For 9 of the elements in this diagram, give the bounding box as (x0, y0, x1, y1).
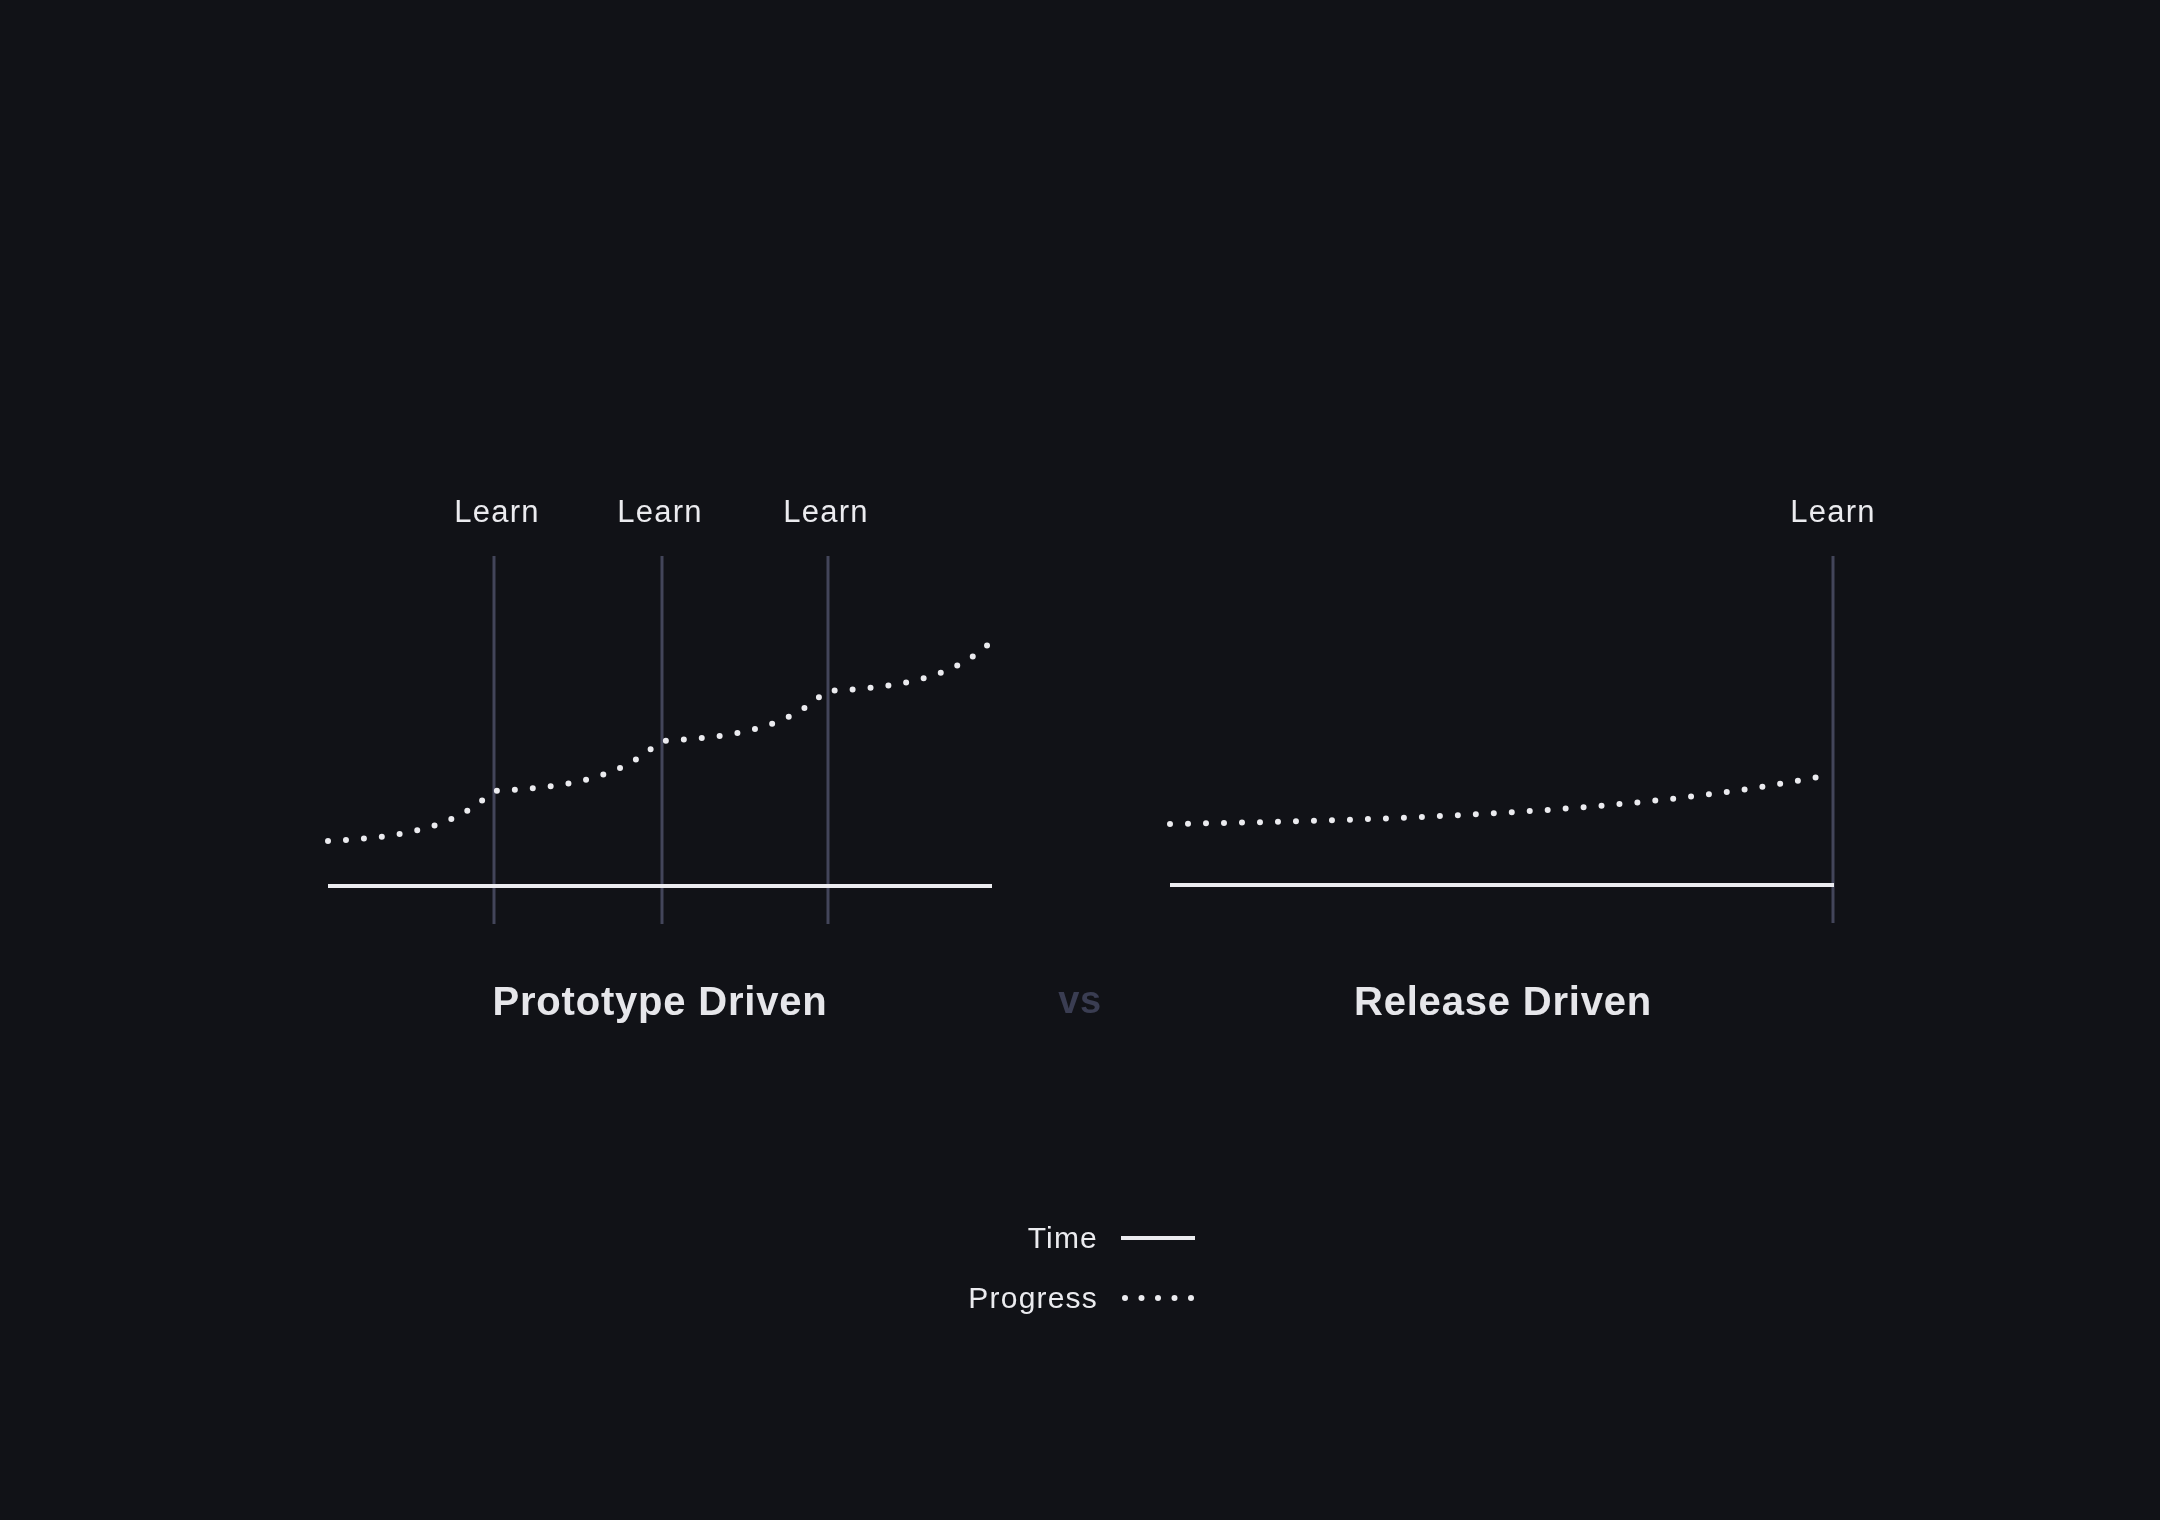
versus-label: vs (1058, 979, 1102, 1023)
milestone-label: Learn (617, 494, 703, 530)
chart-title: Release Driven (1354, 978, 1652, 1024)
legend-label: Progress (968, 1280, 1098, 1316)
legend-label: Time (1027, 1220, 1098, 1256)
milestone-label: Learn (1790, 494, 1876, 530)
milestone-label: Learn (454, 494, 540, 530)
milestone-label: Learn (783, 494, 869, 530)
chart-title: Prototype Driven (492, 978, 828, 1024)
